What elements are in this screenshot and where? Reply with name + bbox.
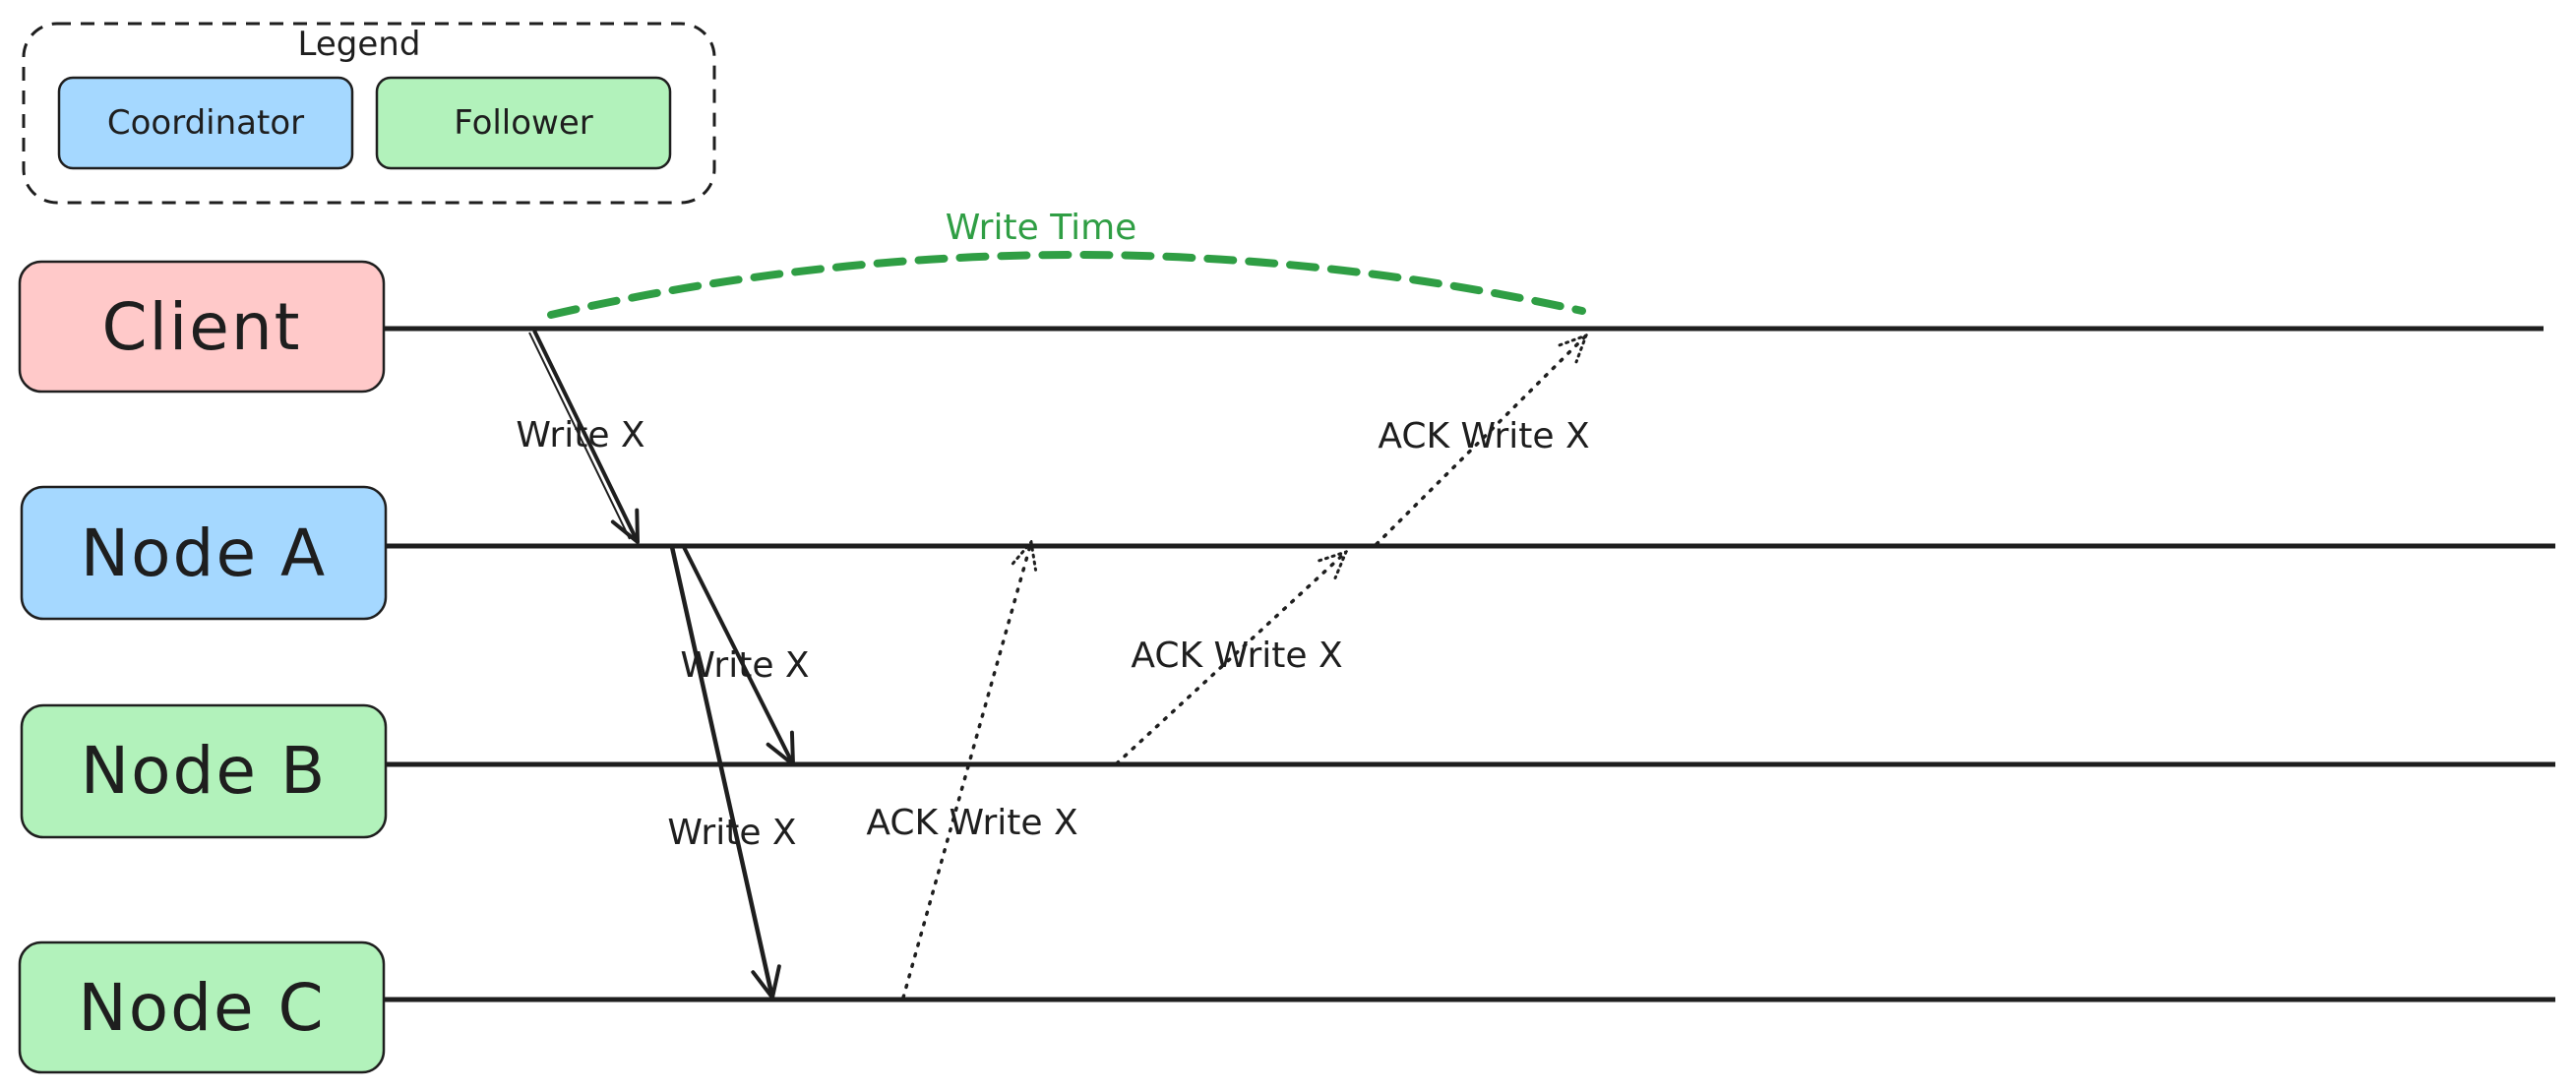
lane-label-client: Client [101,289,301,365]
message-label: Write X [667,813,796,853]
message-arrow [669,546,781,1000]
write-time-arc [547,250,1586,319]
legend-label-follower: Follower [454,103,593,143]
lane-box-node-a [20,485,388,621]
message-write-client-to-a: Write X [516,330,645,544]
message-arrow-shadow [528,332,631,540]
message-ack-c-to-a: ACK Write X [866,542,1078,1000]
lane-label-node-a: Node A [81,516,327,591]
lane-box-node-b [20,703,388,839]
lane-box-node-c [18,940,386,1074]
message-arrow [532,330,640,544]
legend-item-follower: Follower [375,76,672,170]
lane-label-node-c: Node C [78,970,325,1046]
message-write-a-to-c: Write X [667,546,797,1000]
legend: Legend Coordinator Follower [22,22,716,205]
message-ack-b-to-a: ACK Write X [1115,552,1346,765]
write-time-annotation: Write Time [547,208,1586,319]
lane-node-b: Node B [20,703,2555,839]
message-label: ACK Write X [866,803,1077,843]
lane-label-node-b: Node B [81,733,328,809]
lane-client: Client [18,260,2544,394]
legend-label-coordinator: Coordinator [107,103,304,143]
legend-swatch-coordinator [57,76,354,170]
message-label: Write X [516,415,644,455]
message-ack-a-to-client: ACK Write X [1375,335,1590,546]
message-write-a-to-b: Write X [680,546,810,766]
lane-node-a: Node A [20,485,2555,621]
message-arrow [682,546,795,766]
message-arrow [1115,552,1346,765]
message-label: ACK Write X [1378,416,1589,456]
write-time-label: Write Time [946,208,1137,248]
legend-item-coordinator: Coordinator [57,76,354,170]
message-arrow [901,542,1031,1000]
legend-frame [22,22,716,205]
lane-box-client [18,260,386,394]
legend-title: Legend [298,25,421,64]
message-label: ACK Write X [1131,636,1342,676]
lane-node-c: Node C [18,940,2555,1074]
legend-swatch-follower [375,76,672,170]
